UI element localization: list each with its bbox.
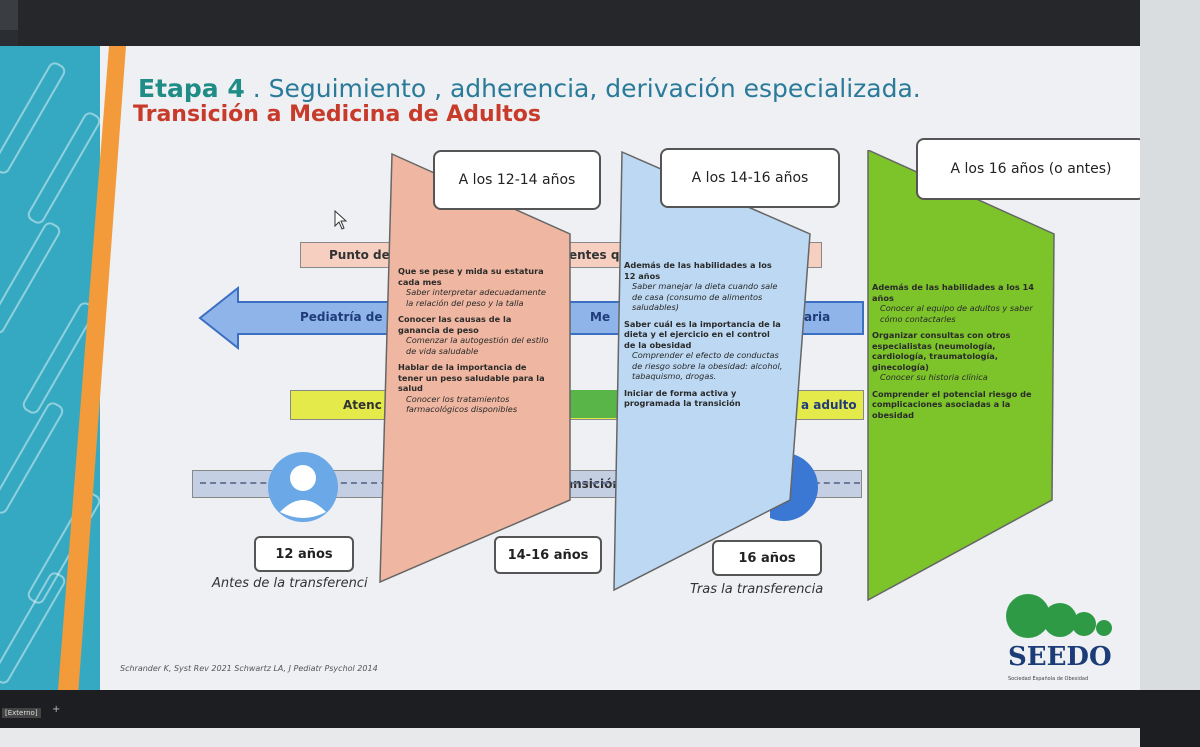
- caption-before-transfer: Antes de la transferenci: [212, 576, 368, 591]
- footnote-references: Schrander K, Syst Rev 2021 Schwartz LA, …: [120, 664, 378, 673]
- slide: Etapa 4 . Seguimiento , adherencia, deri…: [0, 46, 1140, 690]
- mouse-cursor-icon: [334, 210, 348, 230]
- slide-title: Etapa 4 . Seguimiento , adherencia, deri…: [138, 74, 921, 103]
- pencil-icon: [0, 219, 63, 337]
- age-box-16: 16 años: [712, 540, 822, 576]
- pencil-icon: [0, 399, 66, 517]
- band-me-label: Me: [590, 310, 611, 324]
- stage-1-header: A los 12-14 años: [433, 150, 601, 210]
- seedo-logo-subtitle: Sociedad Española de Obesidad: [1008, 676, 1089, 682]
- presentation-top-bar: [18, 0, 1140, 46]
- age-box-12: 12 años: [254, 536, 354, 572]
- stage-panel-3: [867, 150, 1055, 602]
- pencil-icon: [25, 109, 103, 227]
- new-tab-button[interactable]: +: [52, 704, 61, 715]
- age-box-14-16: 14-16 años: [494, 536, 602, 574]
- panel-1-text: Que se pese y mida su estatura cada mes …: [398, 266, 549, 414]
- seedo-logo-icon: [1006, 594, 1112, 638]
- stage-panels: [379, 150, 1055, 602]
- caption-after-transfer: Tras la transferencia: [690, 582, 824, 597]
- avatar: [268, 452, 338, 522]
- slide-subtitle: Transición a Medicina de Adultos: [133, 102, 541, 127]
- stage-2-header: A los 14-16 años: [660, 148, 840, 208]
- screen-right-area: [1140, 0, 1200, 747]
- panel-3-text: Además de las habilidades a los 14 años …: [872, 282, 1034, 420]
- band-pediatria-label: Pediatría de: [300, 310, 383, 324]
- stage-3-header: A los 16 años (o antes): [916, 138, 1140, 200]
- band-aria-label: aria: [804, 310, 831, 324]
- panel-2-text: Además de las habilidades a los 12 años …: [624, 260, 783, 408]
- external-tab-label[interactable]: [Externo]: [2, 708, 41, 718]
- seedo-logo-text: SEEDO: [1008, 642, 1112, 672]
- bottom-screen-strip: [0, 728, 1140, 747]
